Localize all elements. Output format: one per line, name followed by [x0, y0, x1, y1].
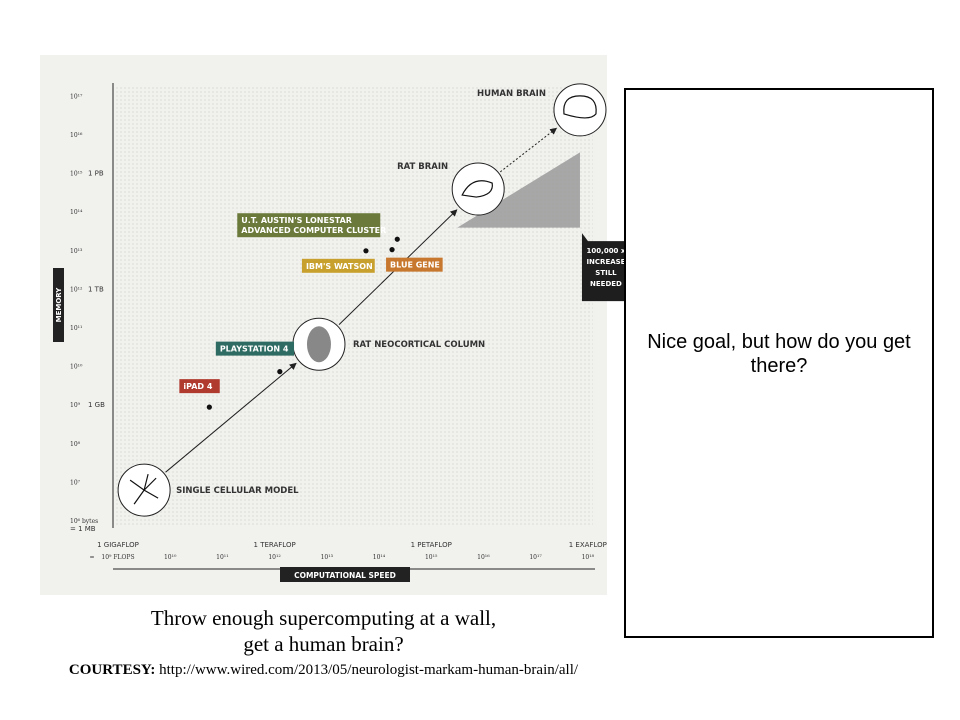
courtesy-label: COURTESY:: [68, 662, 156, 678]
y-tick-label: 10¹⁴: [70, 209, 83, 216]
y-milestone-label: 1 GB: [88, 401, 105, 409]
y-tick-label: 10¹¹: [70, 325, 82, 332]
y-tick-label: 10⁷: [70, 479, 81, 486]
x-tick-label: 10¹²: [268, 554, 281, 561]
chart-panel: MEMORY COMPUTATIONAL SPEED 10⁶ bytes= 1 M…: [40, 55, 628, 595]
x-tick-label: 10¹⁷: [529, 554, 542, 561]
y-tick-label: 10⁸: [70, 441, 81, 448]
y-tick-label: 10¹⁶: [70, 132, 83, 139]
x-tick-label: 10¹⁴: [373, 554, 386, 561]
note-box: Nice goal, but how do you get there?: [624, 88, 934, 638]
y-tick-label: 10¹⁰: [70, 364, 83, 371]
point-label-box: [237, 213, 381, 238]
data-point: [277, 369, 283, 375]
point-label: ADVANCED COMPUTER CLUSTER: [241, 226, 386, 235]
x-tick-label: 10¹⁰: [164, 554, 177, 561]
x-tick-label: 10¹⁶: [477, 554, 490, 561]
point-label: U.T. AUSTIN'S LONESTAR: [241, 216, 352, 225]
x-milestone-label: 1 GIGAFLOP: [97, 541, 139, 549]
model-label: RAT NEOCORTICAL COLUMN: [353, 340, 485, 350]
point-label-box: [215, 341, 295, 356]
point-label-box: [179, 379, 220, 394]
callout-text: INCREASE: [586, 258, 625, 266]
note-text: Nice goal, but how do you get there?: [647, 331, 911, 377]
point-label: BLUE GENE: [390, 261, 440, 270]
point-label: IBM'S WATSON: [306, 262, 373, 271]
caption-line-2: get a human brain?: [243, 632, 404, 656]
data-point: [206, 404, 212, 410]
neocortical-column-icon: [306, 326, 331, 363]
callout-text: 100,000 x: [587, 247, 626, 255]
y-axis-title: MEMORY: [55, 287, 63, 323]
y-tick-label: 10¹⁵: [70, 171, 83, 178]
y-tick-label: 10¹³: [70, 248, 83, 255]
callout-text: NEEDED: [590, 280, 622, 288]
caption-line-1: Throw enough supercomputing at a wall,: [150, 606, 497, 630]
y-tick-label: 10⁹: [70, 402, 81, 409]
courtesy-line: COURTESY: http://www.wired.com/2013/05/n…: [40, 662, 607, 679]
x-tick-label: 10¹¹: [216, 554, 228, 561]
x-milestone-label: 1 PETAFLOP: [411, 541, 452, 549]
y-axis-title-box: [53, 268, 64, 342]
courtesy-url[interactable]: http://www.wired.com/2013/05/neurologist…: [159, 662, 579, 678]
memory-vs-speed-chart: MEMORY COMPUTATIONAL SPEED 10⁶ bytes= 1 M…: [53, 83, 628, 582]
x-milestone-label: 1 EXAFLOP: [569, 541, 607, 549]
x-tick-label: 10¹⁸: [582, 554, 595, 561]
point-label: PLAYSTATION 4: [220, 345, 289, 354]
data-point: [394, 236, 400, 242]
model-label: SINGLE CELLULAR MODEL: [176, 486, 299, 496]
callout-text: STILL: [595, 269, 617, 277]
point-label: iPAD 4: [183, 382, 212, 391]
x-axis-title-box: [280, 567, 410, 582]
callout-box: [581, 233, 628, 302]
human-brain-icon: [563, 95, 597, 119]
y-tick-label: 10¹²: [70, 286, 83, 293]
y-tick-label: 10⁶ bytes: [70, 518, 98, 525]
rat-icon: [461, 180, 493, 198]
x-axis-title: COMPUTATIONAL SPEED: [294, 571, 396, 580]
y-milestone-label: 1 PB: [88, 170, 104, 178]
model-label: HUMAN BRAIN: [477, 89, 546, 99]
x-tick-label: 10⁹ FLOPS: [101, 554, 134, 561]
model-circle: [451, 162, 505, 216]
plot-area-dots: [113, 85, 593, 525]
x-tick-label: 10¹⁵: [425, 554, 438, 561]
progression-arrow: [165, 362, 297, 473]
x-tick-label: 10¹³: [321, 554, 334, 561]
y-milestone-label: = 1 MB: [70, 525, 96, 533]
gap-triangle: [457, 152, 580, 228]
data-point: [389, 247, 395, 253]
y-milestone-label: 1 TB: [88, 285, 104, 293]
x-milestone-label: 1 TERAFLOP: [254, 541, 296, 549]
neuron-icon: [129, 473, 159, 505]
data-point: [363, 248, 369, 254]
x-tick-prefix: =: [89, 554, 94, 561]
point-label-box: [301, 258, 375, 273]
y-tick-label: 10¹⁷: [70, 93, 83, 100]
point-label-box: [386, 257, 443, 272]
model-circle: [553, 83, 607, 137]
model-label: RAT BRAIN: [397, 162, 448, 172]
